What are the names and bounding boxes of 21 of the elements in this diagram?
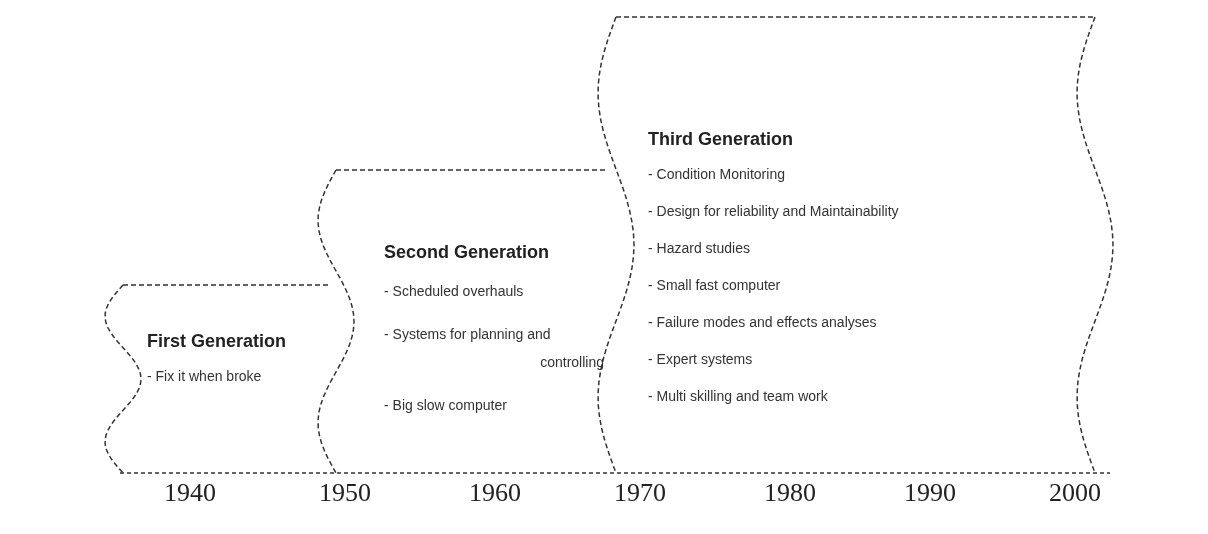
bullet-item: - Design for reliability and Maintainability (648, 202, 900, 221)
bullet-item: - Condition Monitoring (648, 165, 786, 184)
generation-heading: First Generation (147, 331, 288, 352)
year-label: 2000 (1048, 478, 1102, 508)
year-label: 1980 (763, 478, 817, 508)
year-label: 1940 (163, 478, 217, 508)
year-label: 1950 (318, 478, 372, 508)
generation-heading: Second Generation (384, 242, 551, 263)
bullet-item: - Failure modes and effects analyses (648, 313, 878, 332)
bullet-item: - Hazard studies (648, 239, 751, 258)
bullet-item: - Fix it when broke (147, 367, 263, 386)
bullet-item: - Big slow computer (384, 396, 508, 415)
year-label: 1990 (903, 478, 957, 508)
bullet-item: - Small fast computer (648, 276, 782, 295)
generation-heading: Third Generation (648, 129, 794, 150)
bullet-item: - Scheduled overhauls (384, 282, 525, 301)
bullet-item: - Expert systems (648, 350, 754, 369)
year-label: 1960 (468, 478, 522, 508)
year-label: 1970 (613, 478, 667, 508)
bullet-item: - Multi skilling and team work (648, 387, 829, 406)
bullet-item: - Systems for planning and controlling (384, 325, 604, 372)
